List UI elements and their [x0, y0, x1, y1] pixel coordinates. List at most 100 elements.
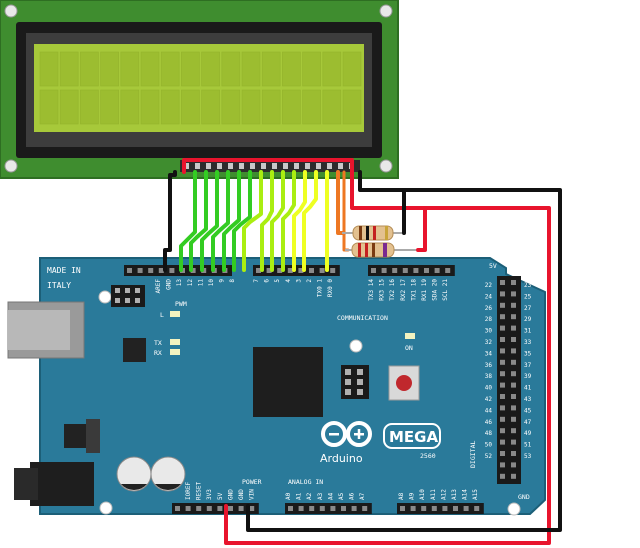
- led-rx-label: RX: [154, 349, 162, 357]
- atmega2560-chip: [253, 347, 323, 417]
- header-pin: [190, 268, 196, 273]
- resistor-1: [342, 225, 402, 241]
- icsp-pin: [115, 288, 120, 293]
- pin-label: 41: [524, 385, 532, 392]
- header-pin: [249, 506, 255, 511]
- pin-label: RX3 15: [379, 279, 386, 301]
- pin-label: 27: [524, 305, 532, 312]
- led-l: [170, 311, 180, 317]
- pin-label: 52: [485, 453, 493, 460]
- lcd-pin: [195, 163, 200, 169]
- lcd-pin: [272, 163, 277, 169]
- header-pin: [319, 268, 325, 273]
- wire-resistor-red: [416, 208, 427, 252]
- led-l-label: L: [160, 311, 164, 319]
- wire-data: [232, 170, 252, 272]
- header-pin: [137, 268, 143, 273]
- model-code-label: 2560: [420, 452, 436, 460]
- header-pin: [500, 371, 505, 377]
- reset-button-cap[interactable]: [396, 375, 412, 391]
- lcd-character-cell: [261, 89, 281, 125]
- board-mount-hole: [507, 502, 521, 516]
- header-pin: [381, 268, 387, 273]
- header-pin: [362, 506, 368, 511]
- header-pin: [330, 268, 336, 273]
- header-pin: [148, 268, 154, 273]
- header-pin: [511, 428, 516, 434]
- digital-header: [497, 276, 521, 484]
- power-header: [172, 503, 259, 514]
- lcd-character-cell: [100, 89, 119, 125]
- usb-interface-chip: [123, 338, 146, 362]
- lcd-pin: [338, 163, 343, 169]
- wire-data: [270, 170, 285, 272]
- infinity-loop-left: [321, 421, 347, 447]
- header-pin: [309, 506, 315, 511]
- header-pin: [500, 439, 505, 445]
- lcd-character-cell: [322, 89, 342, 125]
- pin-label: A4: [327, 492, 334, 500]
- lcd-character-cell: [342, 89, 362, 125]
- lcd-character-cell: [39, 51, 59, 87]
- lcd-character-cell: [322, 51, 342, 87]
- lcd-pin: [184, 163, 189, 169]
- lcd-pin: [327, 163, 332, 169]
- minus-sign: [329, 433, 339, 436]
- header-pin: [500, 428, 505, 434]
- pin-label: 37: [524, 362, 532, 369]
- lcd-character-cell: [120, 89, 140, 125]
- pin-label: SCL 21: [442, 279, 449, 301]
- header-pin: [500, 451, 505, 456]
- header-pin: [175, 506, 180, 511]
- lcd-pin: [206, 163, 211, 169]
- wire-data: [200, 170, 219, 272]
- header-pin: [511, 314, 516, 320]
- header-pin: [127, 268, 132, 273]
- pin-label: TX0 1: [317, 279, 324, 297]
- pin-label: 7: [253, 279, 260, 283]
- wire-5v: [182, 158, 551, 545]
- lcd-pin-header: [180, 160, 360, 172]
- header-pin: [217, 506, 223, 511]
- voltage-regulator: [64, 424, 86, 448]
- header-pin: [511, 325, 516, 331]
- country-label: ITALY: [47, 281, 71, 290]
- led-rx: [170, 349, 180, 355]
- pin-label: 13: [176, 279, 183, 287]
- wire-data: [281, 170, 296, 272]
- header-pin: [410, 506, 416, 511]
- resistor-band: [366, 226, 369, 240]
- header-pin: [288, 506, 293, 511]
- resistor-band: [358, 243, 361, 257]
- pin-label: 26: [485, 305, 493, 312]
- pin-label: 50: [485, 442, 493, 449]
- pin-label: TX1 18: [410, 279, 417, 301]
- header-pin: [511, 337, 516, 342]
- lcd-module: [0, 0, 399, 179]
- pin-label: A12: [440, 489, 447, 500]
- header-pin: [511, 394, 516, 399]
- wire-data: [260, 170, 274, 272]
- header-pin: [500, 348, 505, 354]
- pin-label: A8: [398, 492, 405, 500]
- lcd-character-cell: [39, 89, 59, 125]
- pin-label: RX0 0: [327, 279, 334, 297]
- dc-power-jack: [30, 462, 94, 506]
- wire-data: [189, 170, 208, 272]
- pin-label: A6: [349, 492, 356, 500]
- header-pin: [511, 405, 516, 411]
- header-pin: [238, 506, 244, 511]
- pin-label: 5: [274, 279, 281, 283]
- model-label: MEGA: [389, 428, 438, 446]
- lcd-character-cell: [221, 51, 241, 87]
- lcd-character-cell: [342, 51, 362, 87]
- pin-label: GND: [238, 489, 245, 500]
- pin-label: 3V3: [206, 489, 213, 500]
- resistor-band: [385, 226, 388, 240]
- header-pin: [402, 268, 408, 273]
- pin-label: 53: [524, 453, 532, 460]
- header-pin: [500, 416, 505, 422]
- header-pin: [392, 268, 398, 273]
- header-pin: [511, 416, 516, 422]
- icsp-pin: [135, 288, 140, 293]
